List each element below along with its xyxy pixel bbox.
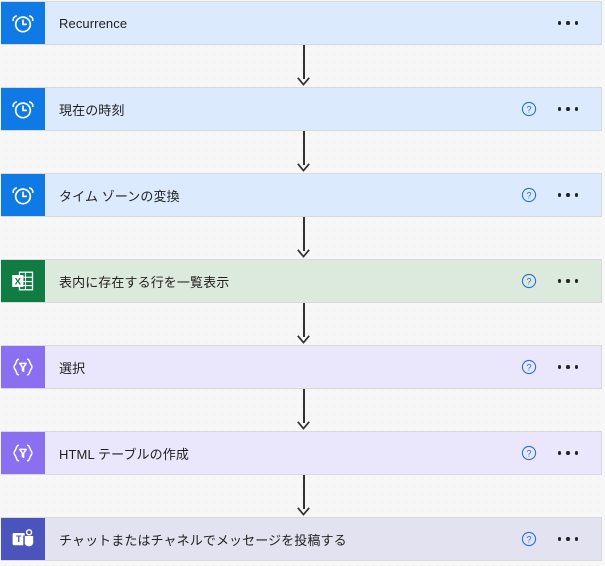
help-icon[interactable]: ? bbox=[521, 359, 537, 375]
step-body: 選択? bbox=[45, 346, 601, 388]
step-actions: ? bbox=[521, 271, 594, 291]
svg-text:?: ? bbox=[526, 190, 531, 200]
svg-text:?: ? bbox=[526, 362, 531, 372]
step-actions: ? bbox=[521, 185, 594, 205]
connector-arrowhead bbox=[297, 249, 310, 258]
svg-text:X: X bbox=[15, 276, 22, 287]
connector-arrowhead bbox=[297, 335, 310, 344]
excel-icon: X bbox=[12, 271, 34, 291]
flow-connector-arrow bbox=[297, 389, 310, 431]
connector-shaft bbox=[303, 389, 305, 423]
step-menu-button[interactable] bbox=[557, 13, 580, 33]
step-icon-tile bbox=[1, 174, 45, 216]
alarm-clock-icon bbox=[12, 187, 34, 205]
connector-arrowhead bbox=[297, 421, 310, 430]
step-menu-button[interactable] bbox=[557, 443, 580, 463]
step-title: HTML テーブルの作成 bbox=[59, 446, 189, 462]
step-icon-tile bbox=[1, 88, 45, 130]
svg-text:?: ? bbox=[526, 534, 531, 544]
flow-step-card[interactable]: 現在の時刻? bbox=[1, 87, 602, 131]
help-icon[interactable]: ? bbox=[521, 187, 537, 203]
step-menu-button[interactable] bbox=[557, 271, 580, 291]
help-icon[interactable]: ? bbox=[521, 101, 537, 117]
flow-step-card[interactable]: X 表内に存在する行を一覧表示? bbox=[1, 259, 602, 303]
step-menu-button[interactable] bbox=[557, 357, 580, 377]
flow-step-card[interactable]: 選択? bbox=[1, 345, 602, 389]
flow-connector-arrow bbox=[297, 45, 310, 87]
step-icon-tile bbox=[1, 346, 45, 388]
flow-connector-arrow bbox=[297, 217, 310, 259]
alarm-clock-icon bbox=[12, 101, 34, 119]
svg-text:?: ? bbox=[526, 448, 531, 458]
step-actions: ? bbox=[521, 443, 594, 463]
step-title: タイム ゾーンの変換 bbox=[59, 188, 180, 204]
step-title: 表内に存在する行を一覧表示 bbox=[59, 274, 230, 290]
step-menu-button[interactable] bbox=[557, 99, 580, 119]
flow-connector-arrow bbox=[297, 303, 310, 345]
step-title: 選択 bbox=[59, 360, 86, 376]
step-title: チャットまたはチャネルでメッセージを投稿する bbox=[59, 532, 347, 548]
connector-arrowhead bbox=[297, 507, 310, 516]
flow-step-card[interactable]: タイム ゾーンの変換? bbox=[1, 173, 602, 217]
flow-connector-arrow bbox=[297, 475, 310, 517]
step-actions: ? bbox=[521, 357, 594, 377]
flow-step-card[interactable]: HTML テーブルの作成? bbox=[1, 431, 602, 475]
step-icon-tile: X bbox=[1, 260, 45, 302]
step-actions: ? bbox=[521, 99, 594, 119]
connector-shaft bbox=[303, 217, 305, 251]
step-actions bbox=[557, 13, 594, 33]
step-actions: ? bbox=[521, 529, 594, 549]
connector-shaft bbox=[303, 45, 305, 79]
connector-shaft bbox=[303, 475, 305, 509]
step-body: チャットまたはチャネルでメッセージを投稿する? bbox=[45, 518, 601, 560]
connector-arrowhead bbox=[297, 77, 310, 86]
step-title: 現在の時刻 bbox=[59, 102, 125, 118]
data-operation-icon bbox=[13, 358, 33, 376]
flow-connector-arrow bbox=[297, 131, 310, 173]
help-icon[interactable]: ? bbox=[521, 273, 537, 289]
connector-arrowhead bbox=[297, 163, 310, 172]
alarm-clock-icon bbox=[12, 15, 34, 33]
step-body: HTML テーブルの作成? bbox=[45, 432, 601, 474]
flow-step-card[interactable]: Recurrence bbox=[1, 1, 602, 45]
svg-text:T: T bbox=[16, 534, 22, 544]
step-icon-tile: T bbox=[1, 518, 45, 560]
svg-text:?: ? bbox=[526, 104, 531, 114]
connector-shaft bbox=[303, 303, 305, 337]
connector-shaft bbox=[303, 131, 305, 165]
step-icon-tile bbox=[1, 2, 45, 44]
data-operation-icon bbox=[13, 444, 33, 462]
step-menu-button[interactable] bbox=[557, 529, 580, 549]
step-title: Recurrence bbox=[59, 15, 128, 31]
step-body: タイム ゾーンの変換? bbox=[45, 174, 601, 216]
teams-icon: T bbox=[12, 529, 34, 547]
step-icon-tile bbox=[1, 432, 45, 474]
step-body: Recurrence bbox=[45, 2, 601, 44]
svg-text:?: ? bbox=[526, 276, 531, 286]
help-icon[interactable]: ? bbox=[521, 531, 537, 547]
step-menu-button[interactable] bbox=[557, 185, 580, 205]
flow-step-card[interactable]: T チャットまたはチャネルでメッセージを投稿する? bbox=[1, 517, 602, 561]
step-body: 表内に存在する行を一覧表示? bbox=[45, 260, 601, 302]
help-icon[interactable]: ? bbox=[521, 445, 537, 461]
step-body: 現在の時刻? bbox=[45, 88, 601, 130]
